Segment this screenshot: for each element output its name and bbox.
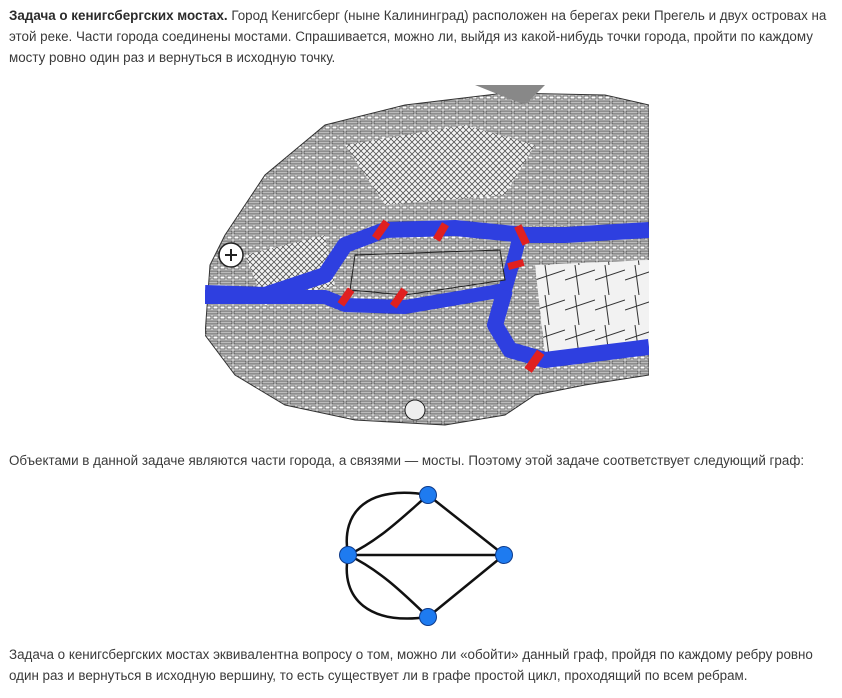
graph-node-bottom (419, 608, 437, 626)
graph-edge (345, 554, 429, 620)
graph-node-top (419, 486, 437, 504)
graph-edge (345, 491, 429, 556)
graph-edge (427, 494, 505, 556)
graph-node-right (495, 546, 513, 564)
graph-edge (427, 554, 505, 618)
conclusion-paragraph: Задача о кенигсбергских мостах эквивален… (9, 647, 813, 683)
intro-title: Задача о кенигсбергских мостах. (9, 8, 228, 23)
intro-text: Город Кенигсберг (ныне Калининград) расп… (9, 8, 827, 65)
bridges-graph (339, 486, 513, 626)
intro-paragraph: Задача о кенигсбергских мостах. Город Ке… (9, 5, 835, 68)
graph-edge (347, 494, 429, 557)
objects-paragraph: Объектами в данной задаче являются части… (9, 453, 805, 468)
konigsberg-map-image (205, 85, 649, 426)
graph-edge (347, 553, 429, 618)
graph-node-left (339, 546, 357, 564)
